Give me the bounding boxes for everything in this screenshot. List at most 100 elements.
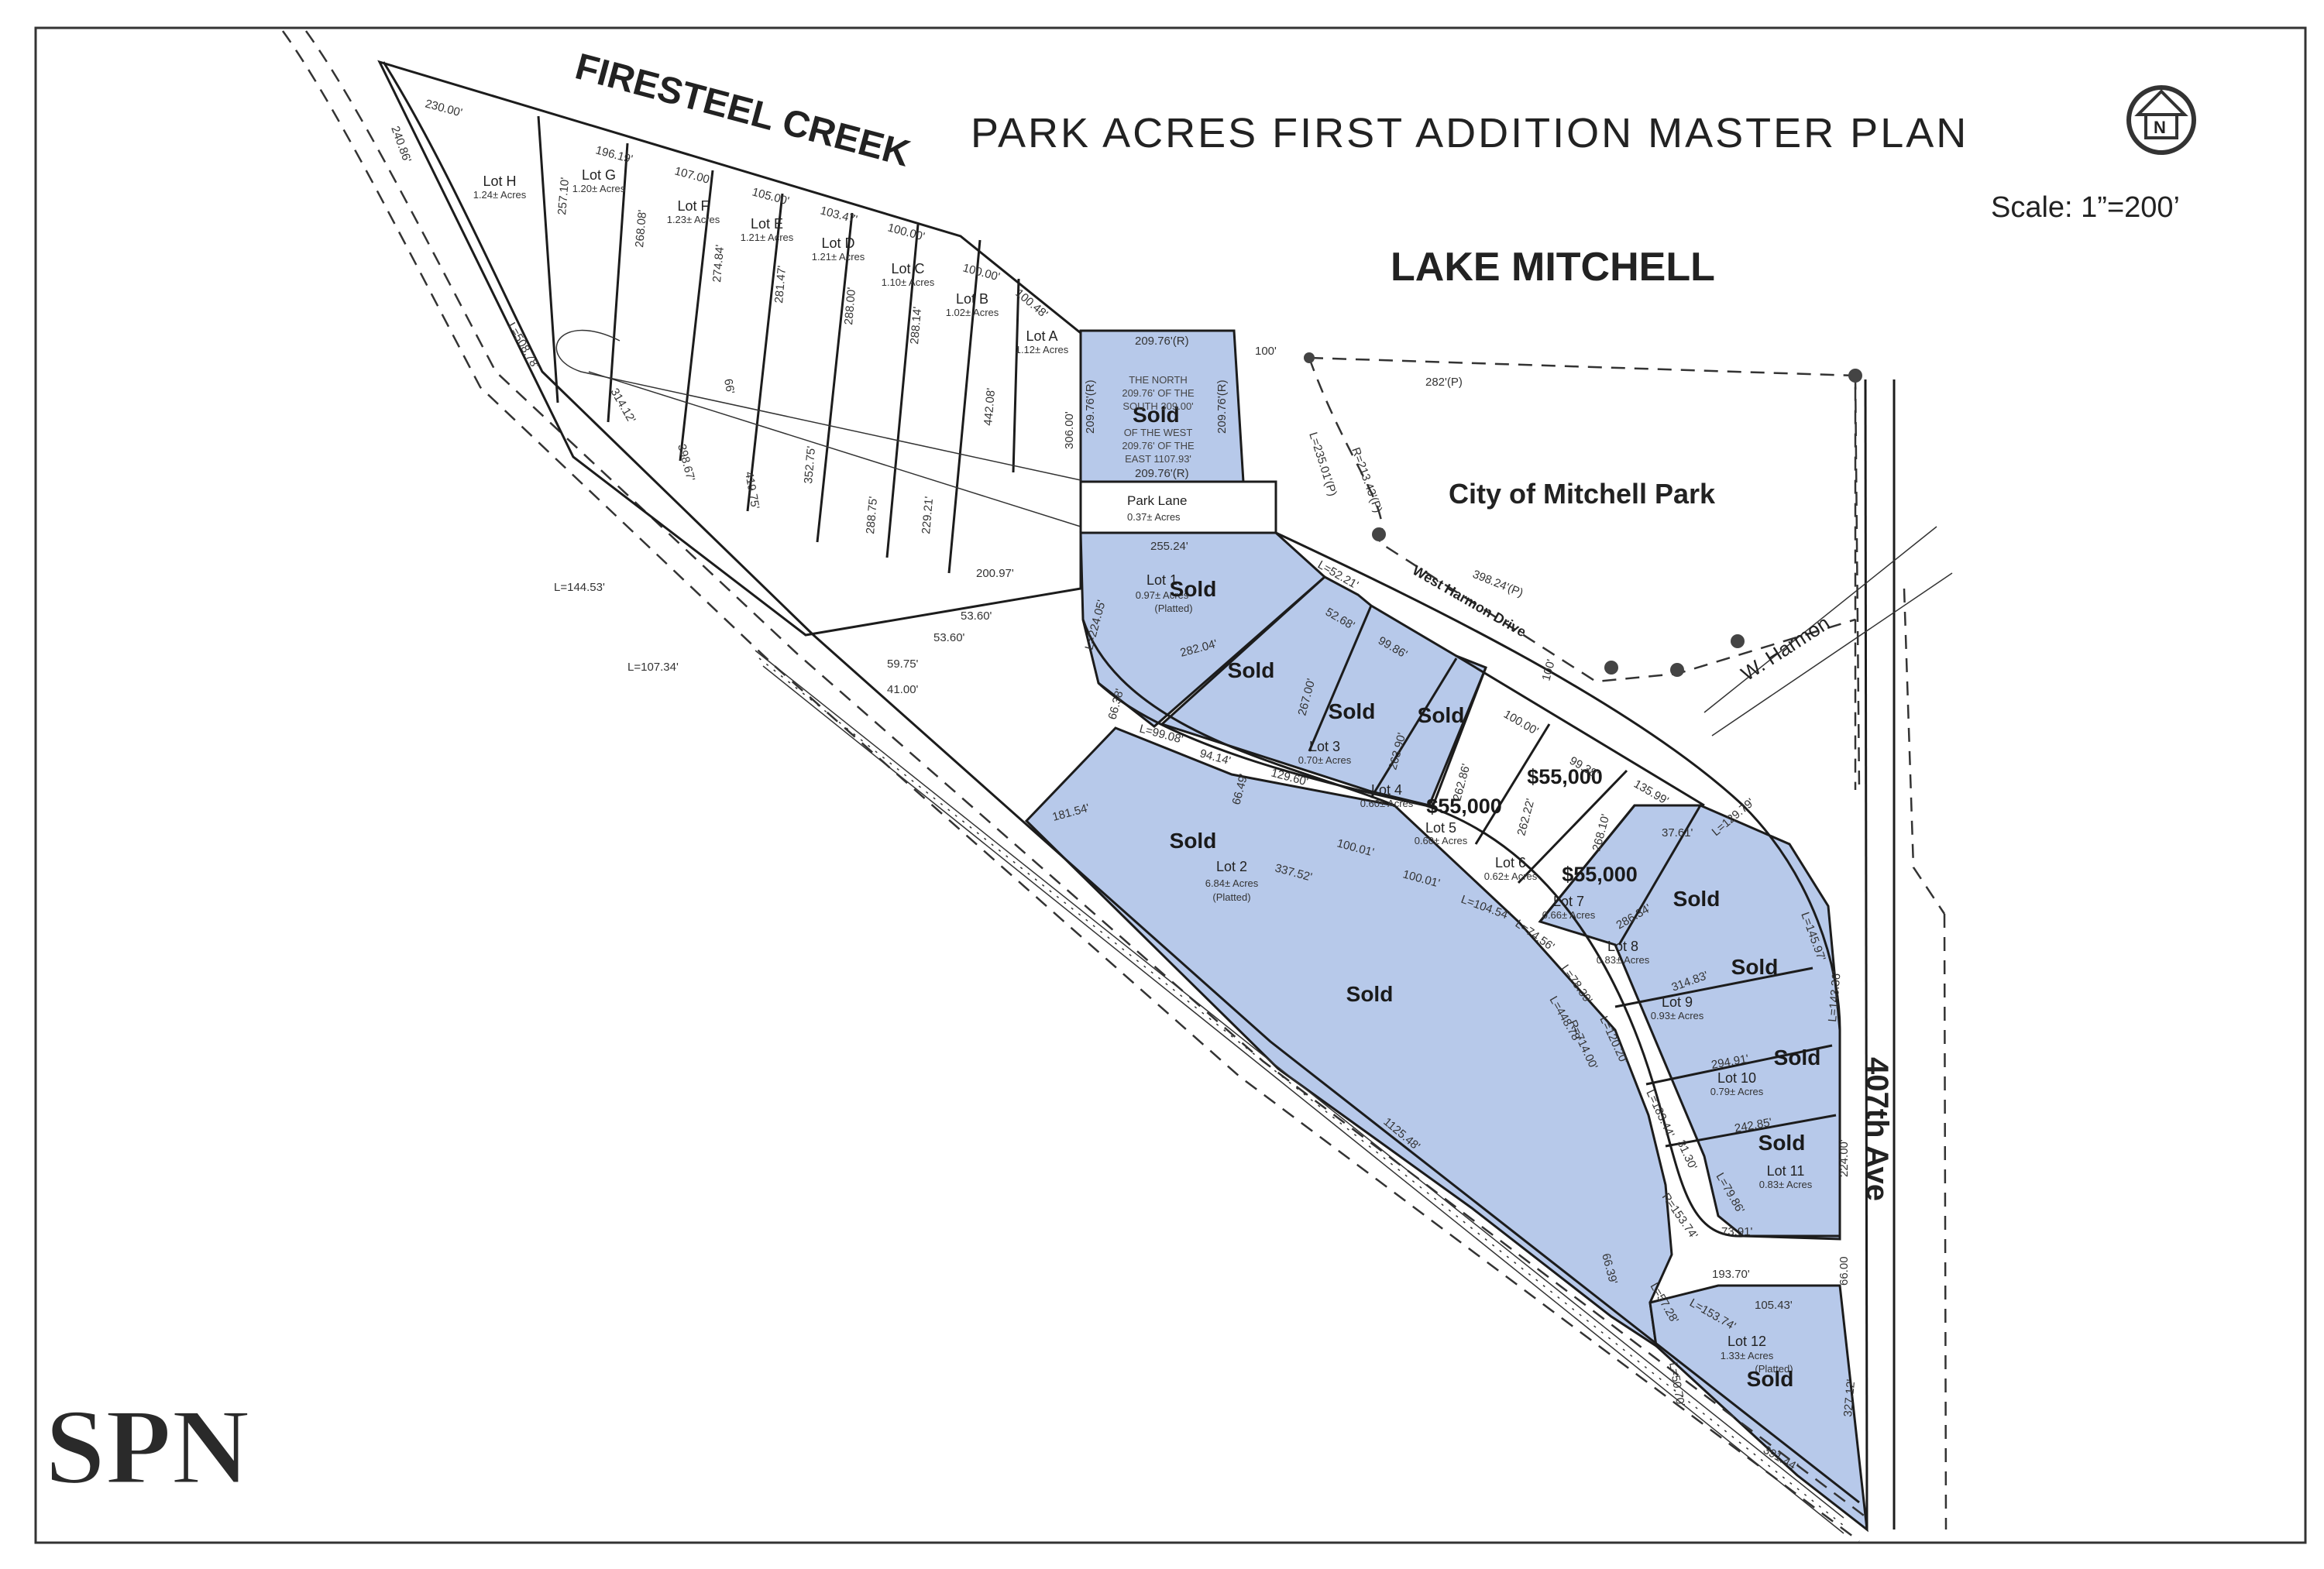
cul-de-sac xyxy=(555,329,1081,481)
svg-text:100': 100' xyxy=(1255,345,1277,358)
lot-2-status-a: Sold xyxy=(1170,829,1217,853)
lot-9-name: Lot 9 xyxy=(1662,994,1693,1010)
svg-text:255.24': 255.24' xyxy=(1150,540,1188,553)
svg-text:66.00: 66.00 xyxy=(1838,1256,1851,1286)
svg-text:327.12': 327.12' xyxy=(1841,1378,1858,1417)
lot-9-status: Sold xyxy=(1731,955,1779,979)
road-label-407th: 407th Ave xyxy=(1860,1057,1894,1201)
ave-dash-right xyxy=(1943,913,1948,1530)
park-lane-label: Park Lane xyxy=(1127,493,1188,508)
svg-text:OF THE WEST: OF THE WEST xyxy=(1124,427,1193,438)
svg-text:419.75': 419.75' xyxy=(742,471,761,510)
lot-2-acres: 6.84± Acres xyxy=(1205,877,1259,889)
lot-c-name: Lot C xyxy=(891,261,924,276)
svg-text:41.00': 41.00' xyxy=(887,683,919,696)
lot-4-status: Sold xyxy=(1418,703,1465,727)
svg-text:209.76' OF THE: 209.76' OF THE xyxy=(1122,440,1195,451)
lower-lot-labels: Lot 1 0.97± Acres (Platted) Sold Lot 2 6… xyxy=(1136,572,1821,1391)
lot-4-name: Lot 4 xyxy=(1371,782,1402,798)
inner-road xyxy=(588,371,1081,527)
lot-6-acres: 0.62± Acres xyxy=(1484,870,1538,882)
park-lane-acres: 0.37± Acres xyxy=(1127,511,1181,523)
lot-11-acres: 0.83± Acres xyxy=(1759,1179,1813,1190)
park-label: City of Mitchell Park xyxy=(1449,478,1716,510)
map-border xyxy=(34,26,2307,1544)
railway-rail-b xyxy=(762,665,1844,1534)
svg-text:442.08': 442.08' xyxy=(982,387,998,426)
lot-7-name: Lot 7 xyxy=(1553,894,1584,909)
lake-label: LAKE MITCHELL xyxy=(1391,245,1715,290)
svg-text:209.76' OF THE: 209.76' OF THE xyxy=(1122,387,1195,399)
lot-2-name: Lot 2 xyxy=(1216,859,1247,874)
lot-d-name: Lot D xyxy=(821,235,854,251)
w-harmon-edge-1 xyxy=(1703,526,1937,713)
north-arrow-icon xyxy=(2126,85,2196,155)
road-dashed-inner xyxy=(304,30,1868,1519)
west-harmon-curve-north xyxy=(1275,531,1841,1031)
lot-9-acres: 0.93± Acres xyxy=(1651,1010,1704,1021)
lot-e-name: Lot E xyxy=(751,216,783,232)
svg-text:262.22': 262.22' xyxy=(1514,797,1537,837)
lot-11-name: Lot 11 xyxy=(1767,1163,1805,1179)
svg-text:59.75': 59.75' xyxy=(887,657,919,671)
ave-dash-mid xyxy=(1903,588,1946,915)
spn-logo: SPN xyxy=(45,1387,249,1507)
svg-text:L=143.36': L=143.36' xyxy=(1826,970,1844,1022)
railway-rail-a xyxy=(755,650,1844,1519)
w-harmon-edge-2 xyxy=(1711,572,1953,736)
svg-text:73.91': 73.91' xyxy=(1721,1225,1753,1238)
lot-5-price: $55,000 xyxy=(1426,795,1502,818)
lot-a-acres: 1.12± Acres xyxy=(1016,344,1069,355)
svg-text:398.67': 398.67' xyxy=(675,443,697,483)
lot-7-acres: 0.66± Acres xyxy=(1542,909,1596,921)
lot-12-note: (Platted) xyxy=(1755,1363,1793,1375)
park-lane[interactable] xyxy=(1079,480,1277,534)
lot-h-acres: 1.24± Acres xyxy=(473,189,527,201)
svg-text:398.24'(P): 398.24'(P) xyxy=(1471,568,1525,600)
lot-3-name: Lot 3 xyxy=(1309,739,1340,754)
svg-text:200.97': 200.97' xyxy=(976,567,1014,580)
lot-6-price: $55,000 xyxy=(1527,765,1603,788)
svg-text:107.00': 107.00' xyxy=(673,164,713,187)
lot-1-note: (Platted) xyxy=(1154,603,1192,614)
svg-text:209.76'(R): 209.76'(R) xyxy=(1135,335,1189,348)
lot-12-name: Lot 12 xyxy=(1728,1334,1766,1349)
lot-e-acres: 1.21± Acres xyxy=(741,232,794,243)
lot-6-name: Lot 6 xyxy=(1495,855,1526,870)
svg-text:31.30': 31.30' xyxy=(1674,1138,1700,1172)
svg-text:L=235.01'(P): L=235.01'(P) xyxy=(1306,431,1339,498)
lot-f-acres: 1.23± Acres xyxy=(667,214,720,225)
svg-text:L=107.34': L=107.34' xyxy=(627,661,679,674)
parcel-lot2-sold[interactable] xyxy=(1024,726,1673,1349)
lot-11-status: Sold xyxy=(1758,1131,1806,1155)
west-harmon-curve-outer xyxy=(1081,619,1395,807)
svg-text:281.47': 281.47' xyxy=(772,265,789,304)
lot-12-acres: 1.33± Acres xyxy=(1721,1350,1774,1361)
svg-text:288.00': 288.00' xyxy=(842,287,858,325)
lot-1-acres: 0.97± Acres xyxy=(1136,589,1189,601)
west-harmon-curve xyxy=(1097,682,1840,1238)
svg-text:EAST 1107.93': EAST 1107.93' xyxy=(1125,453,1191,465)
svg-text:257.10': 257.10' xyxy=(555,177,572,215)
lot-g-name: Lot G xyxy=(582,167,616,183)
road-label-w-harmon: W. Harmon xyxy=(1737,611,1834,685)
lot-h-name: Lot H xyxy=(483,173,516,189)
svg-text:100.00': 100.00' xyxy=(1501,708,1541,738)
svg-text:53.60': 53.60' xyxy=(933,631,965,644)
svg-text:229.21': 229.21' xyxy=(920,496,936,534)
svg-text:37.61': 37.61' xyxy=(1662,826,1693,839)
svg-text:306.00': 306.00' xyxy=(1063,411,1076,449)
svg-text:240.86': 240.86' xyxy=(388,125,414,165)
svg-text:209.76'(R): 209.76'(R) xyxy=(1084,379,1097,434)
svg-text:105.43': 105.43' xyxy=(1755,1299,1793,1312)
svg-text:288.75': 288.75' xyxy=(864,496,880,534)
lot-f-name: Lot F xyxy=(677,198,709,214)
lot-3-acres: 0.70± Acres xyxy=(1298,754,1352,766)
scale-label: Scale: 1”=200’ xyxy=(1991,191,2180,224)
ave-line-1 xyxy=(1864,379,1868,1530)
svg-text:53.60': 53.60' xyxy=(961,609,992,623)
lot-8-acres: 0.83± Acres xyxy=(1597,954,1650,966)
svg-text:193.70': 193.70' xyxy=(1712,1268,1750,1281)
park-points xyxy=(1304,352,1862,677)
svg-text:THE NORTH: THE NORTH xyxy=(1129,374,1188,386)
